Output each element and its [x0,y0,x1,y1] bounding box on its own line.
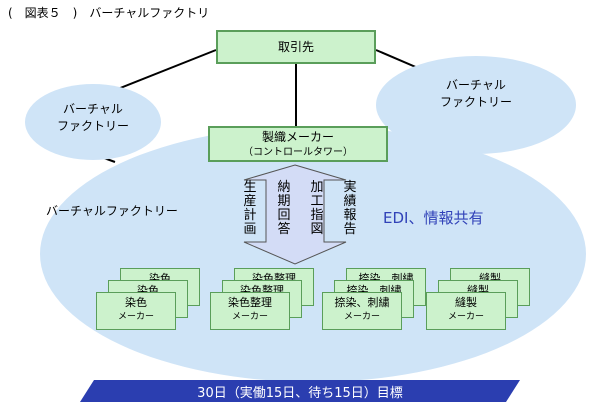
left-virtual-factory [25,84,161,160]
right-factory-label: バーチャル ファクトリー [439,78,512,109]
info-flow-arrow [243,164,347,265]
arrow-col-result-report: 実績報告 [343,180,357,237]
goal-banner [80,380,520,402]
left-factory-label: バーチャル ファクトリー [56,102,129,133]
central-factory-label: バーチャルファクトリー [46,204,178,218]
figure-title: ( 図表５ ) バーチャルファクトリ [8,6,210,20]
weaver-name: 製織メーカー [261,130,334,144]
arrow-col-process-instruction: 加工指図 [310,180,324,237]
maker-card: 捺染、刺繍 メーカー [322,292,402,330]
maker-card: 染色 メーカー [96,292,176,330]
maker-card: 縫製 メーカー [426,292,506,330]
weaver-control-tower-box: 製織メーカー （コントロールタワー） [208,126,388,162]
arrow-col-delivery-reply: 納期回答 [277,180,291,237]
maker-card: 染色整理 メーカー [210,292,290,330]
goal-label: 30日（実働15日、待ち15日）目標 [197,386,403,401]
weaver-sub: （コントロールタワー） [243,147,353,158]
edi-label: EDI、情報共有 [383,209,484,227]
right-virtual-factory [376,56,576,154]
arrow-col-production-plan: 生産計画 [243,180,257,237]
partner-box: 取引先 [216,30,376,64]
